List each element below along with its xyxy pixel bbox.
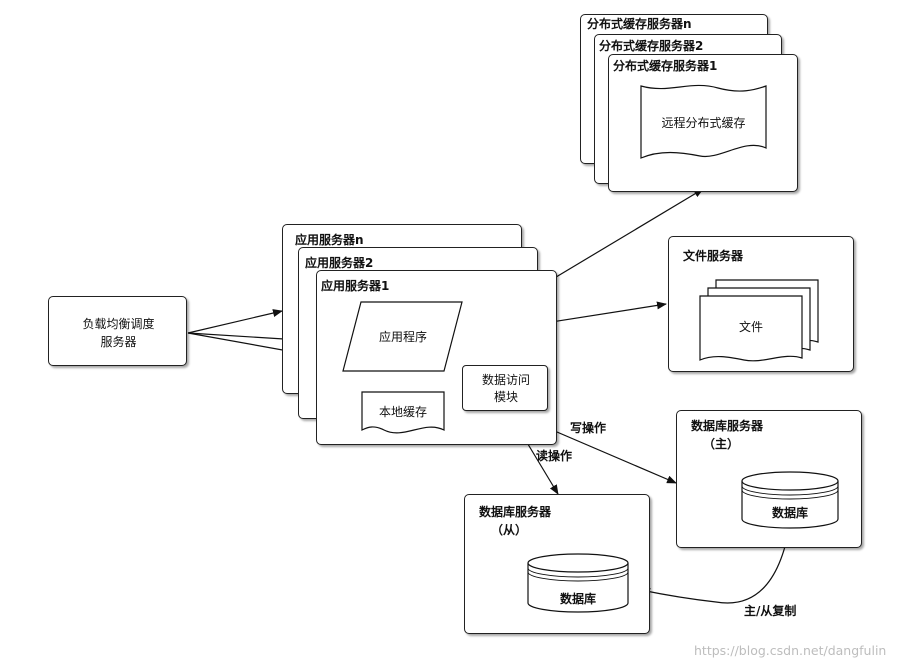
local-cache-label: 本地缓存	[378, 405, 427, 419]
cache-server-1-label: 分布式缓存服务器1	[613, 59, 718, 73]
load-balancer-label: 负载均衡调度	[82, 317, 155, 331]
file-shape	[699, 295, 803, 362]
arrow-replication	[640, 523, 791, 604]
load-balancer-box: 负载均衡调度 服务器	[48, 296, 187, 366]
application-program-label: 应用程序	[378, 330, 427, 344]
load-balancer-label-2: 服务器	[100, 335, 137, 349]
arrow-lb-to-app-2	[187, 332, 301, 344]
watermark: https://blog.csdn.net/dangfulin	[694, 643, 887, 658]
application-program-shape	[342, 301, 463, 372]
cache-server-n-label: 分布式缓存服务器n	[587, 17, 692, 31]
data-access-label: 数据访问	[481, 373, 530, 387]
db-master-db-label: 数据库	[771, 506, 808, 520]
database-icon	[741, 481, 839, 529]
read-operation-label: 读操作	[536, 449, 573, 463]
db-slave-title: 数据库服务器	[479, 505, 552, 519]
app-server-1-label: 应用服务器1	[321, 279, 390, 293]
replication-label: 主/从复制	[744, 604, 797, 618]
local-cache-shape	[361, 391, 445, 434]
remote-cache-label: 远程分布式缓存	[661, 116, 746, 130]
arrow-lb-to-app-n	[187, 309, 283, 334]
app-server-n-label: 应用服务器n	[295, 233, 364, 247]
data-access-module-box: 数据访问 模块	[462, 365, 548, 411]
file-server-label: 文件服务器	[683, 249, 744, 263]
remote-cache-shape	[640, 84, 767, 159]
app-server-2-label: 应用服务器2	[305, 256, 374, 270]
file-label: 文件	[738, 320, 763, 334]
db-slave-role: （从）	[491, 523, 528, 537]
db-master-title: 数据库服务器	[691, 419, 764, 433]
database-icon	[527, 563, 629, 613]
data-access-label-2: 模块	[493, 390, 518, 404]
db-master-role: （主）	[703, 437, 740, 451]
write-operation-label: 写操作	[570, 421, 607, 435]
db-slave-db-label: 数据库	[559, 592, 596, 606]
cache-server-2-label: 分布式缓存服务器2	[599, 39, 704, 53]
